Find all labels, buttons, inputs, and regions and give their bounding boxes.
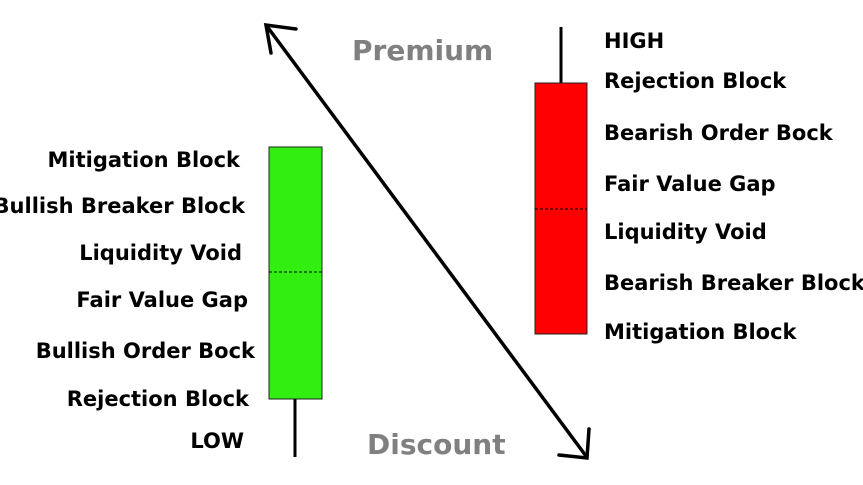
bearish-mitigation-block-label: Mitigation Block <box>604 320 797 344</box>
bearish-rejection-block-label: Rejection Block <box>604 69 787 93</box>
premium-discount-arrow <box>263 22 591 460</box>
bearish-liquidity-void-label: Liquidity Void <box>604 220 767 244</box>
low-label: LOW <box>190 429 244 453</box>
bullish-candle-body <box>268 146 323 400</box>
discount-zone-label: Discount <box>367 428 506 461</box>
bullish-mitigation-block-label: Mitigation Block <box>47 148 240 172</box>
bullish-rejection-block-label: Rejection Block <box>66 387 249 411</box>
bullish-fair-value-gap-label: Fair Value Gap <box>76 288 248 312</box>
bullish-liquidity-void-label: Liquidity Void <box>79 241 242 265</box>
bullish-order-bock-label: Bullish Order Bock <box>35 339 255 363</box>
bearish-breaker-block-label: Bearish Breaker Block <box>604 271 863 295</box>
bearish-order-bock-label: Bearish Order Bock <box>604 121 833 145</box>
high-label: HIGH <box>604 29 665 53</box>
bullish-breaker-block-label: Bullish Breaker Block <box>0 194 245 218</box>
bearish-fair-value-gap-label: Fair Value Gap <box>604 172 776 196</box>
premium-zone-label: Premium <box>352 34 494 67</box>
arrowhead-bottom-icon <box>557 427 591 460</box>
arrowhead-top-icon <box>263 22 298 55</box>
